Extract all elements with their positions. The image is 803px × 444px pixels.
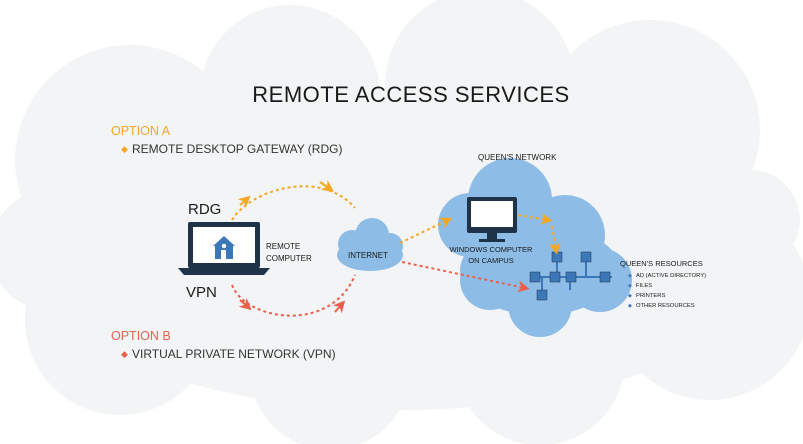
campus-computer-label-line1: WINDOWS COMPUTER xyxy=(450,245,533,254)
option-b-label: VIRTUAL PRIVATE NETWORK (VPN) xyxy=(132,347,336,361)
rdg-label: RDG xyxy=(188,201,221,218)
resource-item: PRINTERS xyxy=(636,293,665,299)
resources-list: ◆ AD (ACTIVE DIRECTORY) ◆ FILES ◆ PRINTE… xyxy=(628,273,706,309)
remote-computer-label-line1: REMOTE xyxy=(266,242,300,251)
option-a-bullet-icon: ◆ xyxy=(121,144,128,154)
resource-bullet-icon: ◆ xyxy=(628,273,632,279)
resource-item: OTHER RESOURCES xyxy=(636,303,695,309)
rdg-connection-path xyxy=(231,179,561,255)
resource-item: AD (ACTIVE DIRECTORY) xyxy=(636,273,706,279)
internet-cloud xyxy=(337,218,403,271)
page-title: REMOTE ACCESS SERVICES xyxy=(252,82,569,107)
option-b-bullet-icon: ◆ xyxy=(121,349,128,359)
resource-bullet-icon: ◆ xyxy=(628,303,632,309)
internet-label: INTERNET xyxy=(348,251,388,260)
house-icon xyxy=(213,236,235,259)
vpn-connection-path xyxy=(231,261,530,317)
queens-network-label: QUEEN'S NETWORK xyxy=(478,153,557,162)
resource-bullet-icon: ◆ xyxy=(628,293,632,299)
resource-item: FILES xyxy=(636,283,652,289)
network-bus-icon xyxy=(529,251,612,301)
queens-resources-heading: QUEEN'S RESOURCES xyxy=(620,259,703,268)
resource-bullet-icon: ◆ xyxy=(628,283,632,289)
option-a-heading: OPTION A xyxy=(111,124,171,138)
option-b-heading: OPTION B xyxy=(111,329,171,343)
campus-computer-label-line2: ON CAMPUS xyxy=(468,256,513,265)
remote-computer-label-line2: COMPUTER xyxy=(266,254,312,263)
monitor-icon xyxy=(467,197,517,242)
vpn-label: VPN xyxy=(186,284,217,301)
option-a-label: REMOTE DESKTOP GATEWAY (RDG) xyxy=(132,142,342,156)
